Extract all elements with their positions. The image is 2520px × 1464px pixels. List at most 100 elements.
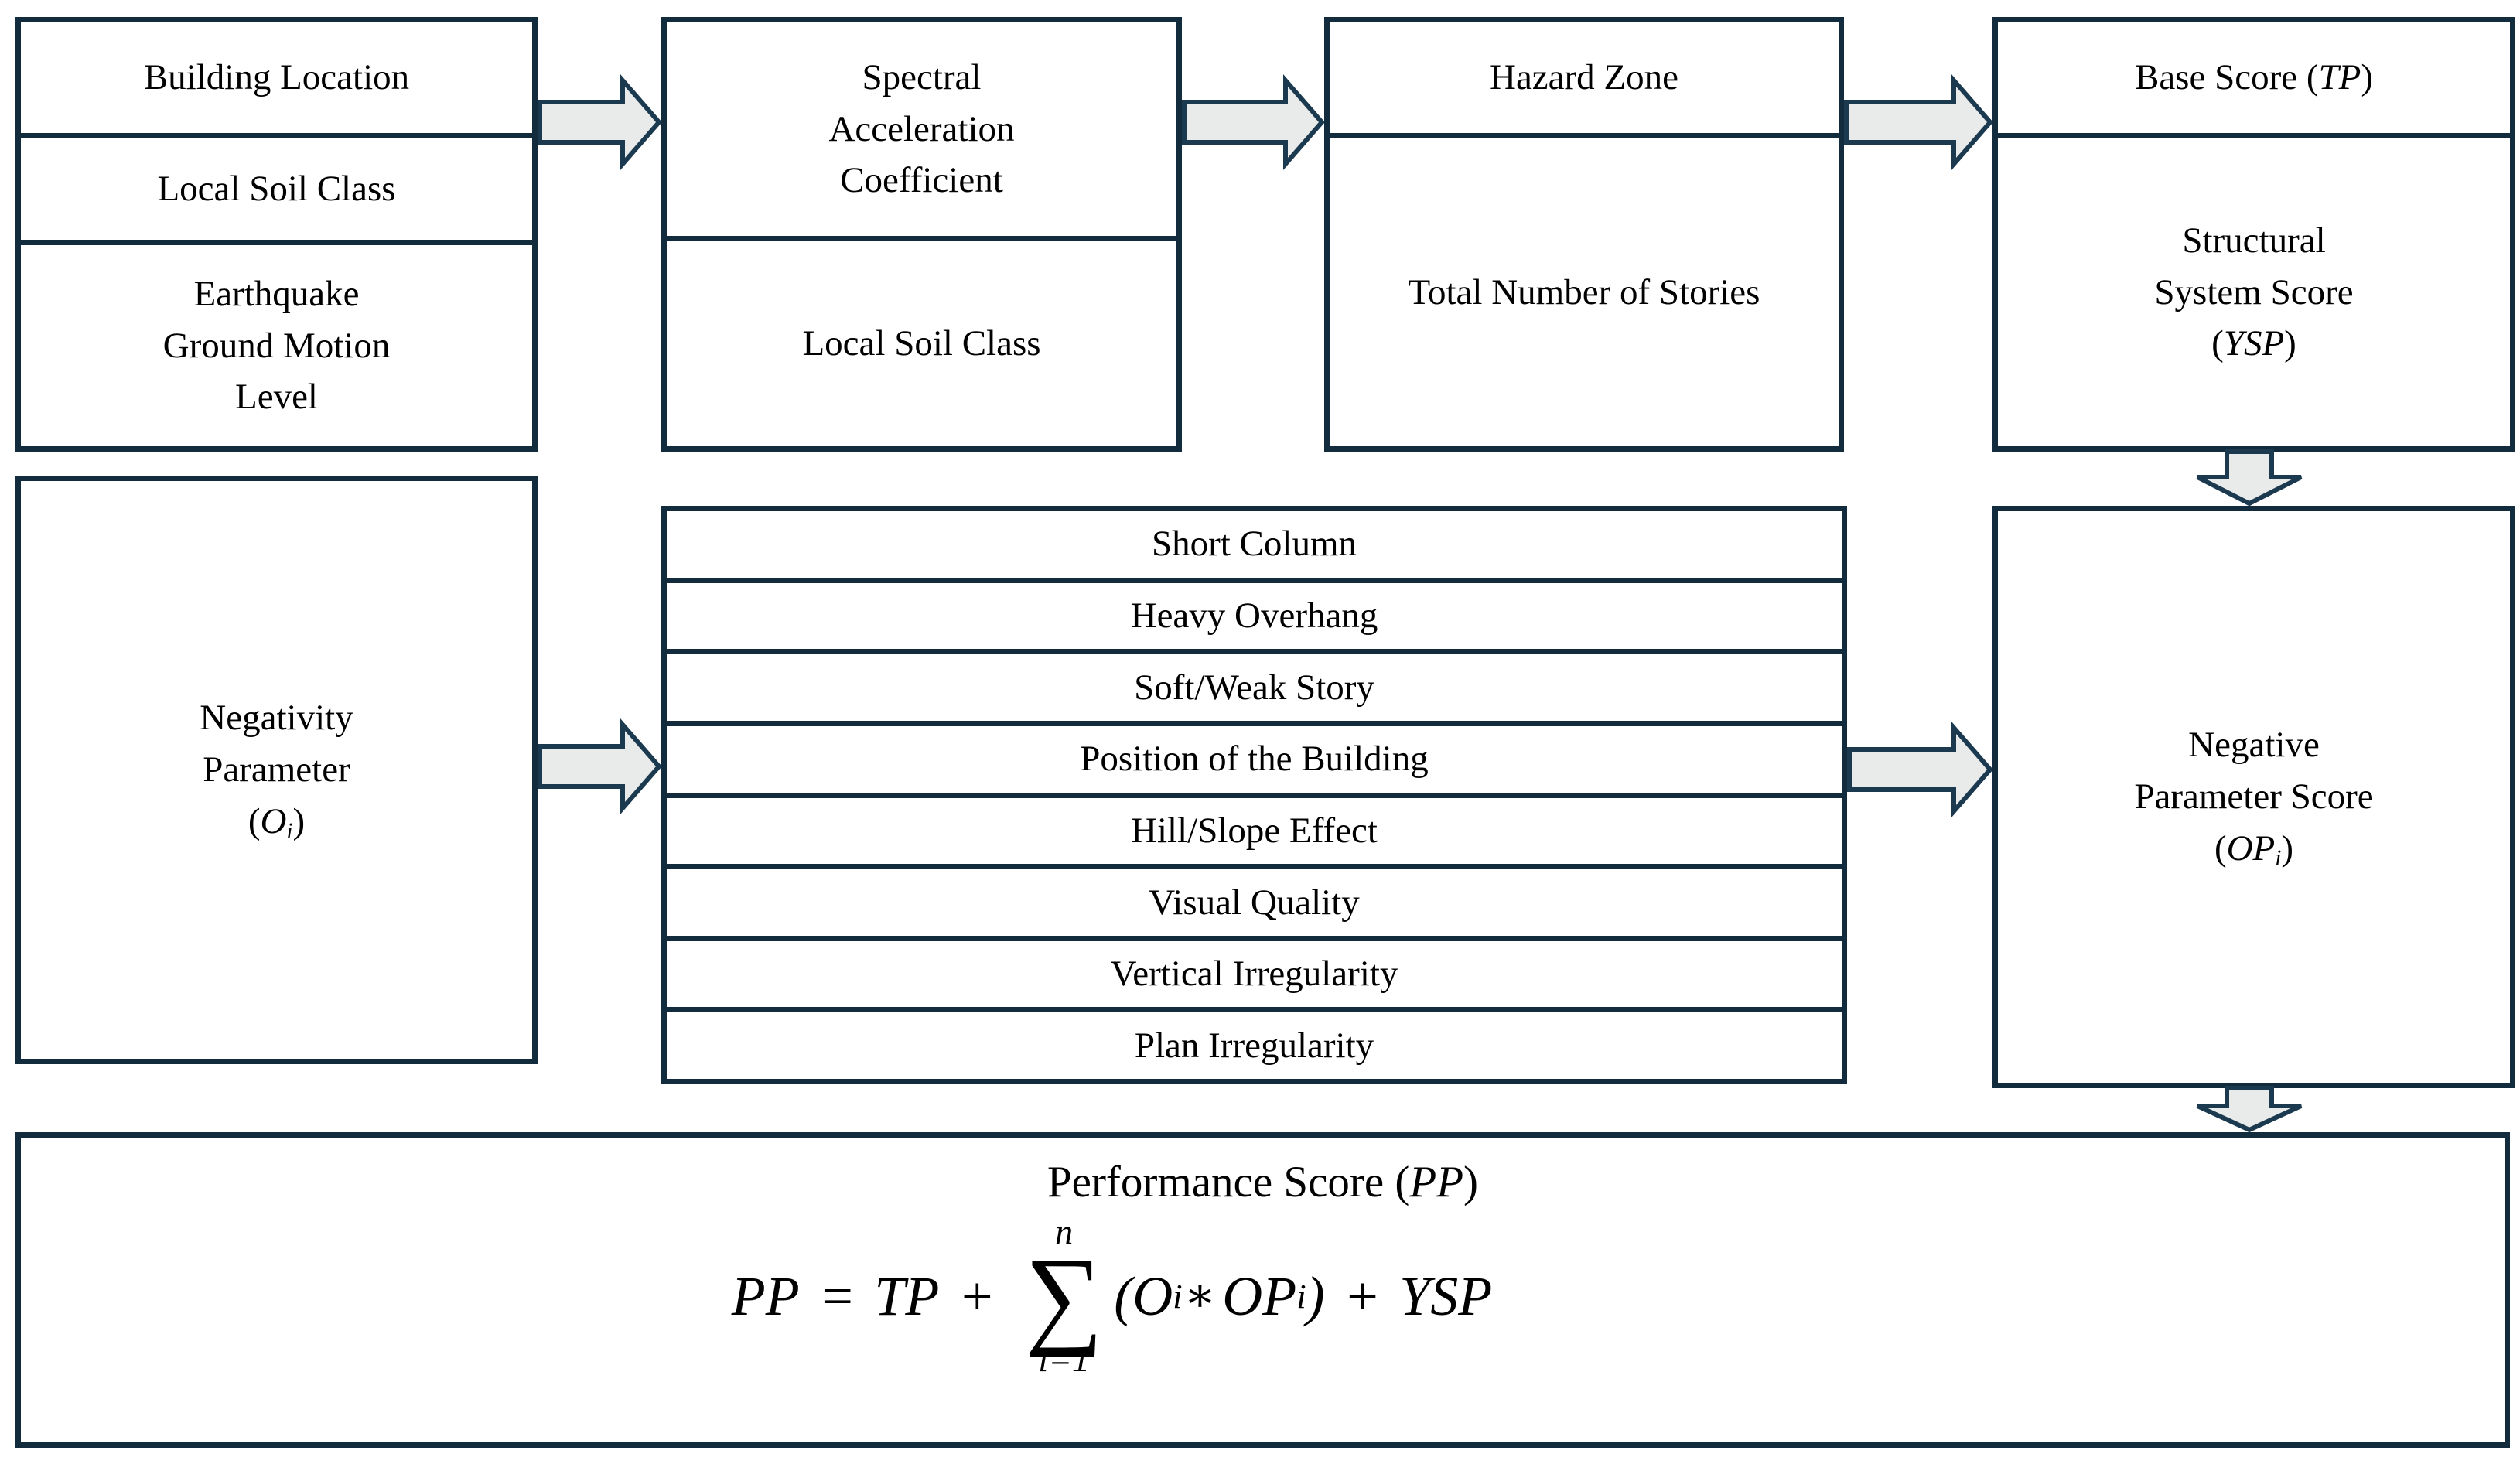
label-visual-quality: Visual Quality bbox=[1149, 882, 1360, 923]
formula-plus: + bbox=[958, 1264, 995, 1327]
label-part: ) bbox=[292, 800, 306, 841]
formula-o-sub: i bbox=[1173, 1276, 1183, 1316]
formula-open-paren: ( bbox=[1114, 1264, 1133, 1327]
row-plan-irregularity: Plan Irregularity bbox=[667, 1007, 1842, 1079]
formula-o: O bbox=[1132, 1264, 1173, 1327]
cell-base-score: Base Score (TP) bbox=[1998, 22, 2510, 133]
cell-building-location: Building Location bbox=[21, 22, 532, 133]
label-hill-slope-effect: Hill/Slope Effect bbox=[1131, 810, 1378, 851]
label-sub-i: i bbox=[2275, 845, 2282, 871]
label-heavy-overhang: Heavy Overhang bbox=[1130, 595, 1378, 636]
label-line: Negativity bbox=[200, 698, 353, 739]
label-part: Base Score ( bbox=[2134, 57, 2319, 98]
label-soft-weak-story: Soft/Weak Story bbox=[1134, 667, 1374, 708]
label-line: Ground Motion bbox=[162, 325, 391, 366]
label-line: Coefficient bbox=[840, 160, 1003, 201]
box-negativity-parameter-list: Short Column Heavy Overhang Soft/Weak St… bbox=[661, 506, 1847, 1084]
label-building-location: Building Location bbox=[143, 57, 410, 98]
cell-local-soil-class-1: Local Soil Class bbox=[21, 133, 532, 240]
box-hazard-zone: Hazard Zone Total Number of Stories bbox=[1324, 17, 1844, 452]
sigma-icon: ∑ bbox=[1024, 1234, 1104, 1357]
label-var-tp: TP bbox=[2318, 57, 2361, 98]
formula-summation: n ∑ i=1 bbox=[1025, 1213, 1103, 1378]
formula-ysp: YSP bbox=[1399, 1264, 1493, 1327]
label-var-o: O bbox=[260, 800, 287, 841]
cell-structural-system-score: Structural System Score (YSP) bbox=[1998, 133, 2510, 446]
title-part: Performance Score ( bbox=[1047, 1158, 1410, 1206]
label-part: ( bbox=[248, 800, 261, 841]
label-line: Parameter Score bbox=[2134, 776, 2374, 817]
label-sub-i: i bbox=[286, 818, 293, 844]
label-line: Negative bbox=[2188, 725, 2320, 766]
label-short-column: Short Column bbox=[1151, 524, 1357, 565]
row-hill-slope-effect: Hill/Slope Effect bbox=[667, 792, 1842, 865]
label-local-soil-class-1: Local Soil Class bbox=[157, 169, 396, 210]
label-vertical-irregularity: Vertical Irregularity bbox=[1110, 954, 1398, 995]
formula-multiply: ∗ bbox=[1183, 1269, 1217, 1322]
box-performance-score: Performance Score (PP) PP = TP + n ∑ i=1… bbox=[15, 1132, 2510, 1448]
label-part: ( bbox=[2211, 323, 2224, 364]
formula-pp: PP bbox=[731, 1264, 800, 1327]
label-var-op: OP bbox=[2226, 828, 2276, 869]
label-line: Level bbox=[235, 377, 318, 418]
formula-tp: TP bbox=[874, 1264, 940, 1327]
box-base-score: Base Score (TP) Structural System Score … bbox=[1992, 17, 2515, 452]
label-part: ) bbox=[2361, 57, 2374, 98]
label-part: ( bbox=[2214, 828, 2227, 869]
label-line: Parameter bbox=[203, 749, 350, 790]
box-spectral-acceleration: Spectral Acceleration Coefficient Local … bbox=[661, 17, 1182, 452]
label-hazard-zone: Hazard Zone bbox=[1490, 57, 1678, 98]
performance-formula: PP = TP + n ∑ i=1 ( O i ∗ OP i ) + YSP bbox=[732, 1213, 1492, 1378]
arrow-negative-score-to-performance-icon bbox=[2195, 1086, 2303, 1133]
cell-earthquake-ground-motion: Earthquake Ground Motion Level bbox=[21, 240, 532, 446]
label-line: Acceleration bbox=[828, 108, 1015, 149]
label-negative-parameter-score: Negative Parameter Score (OPi) bbox=[2134, 719, 2373, 875]
arrow-spectral-to-hazard-icon bbox=[1182, 73, 1325, 171]
label-position-of-building: Position of the Building bbox=[1080, 739, 1429, 780]
label-local-soil-class-2: Local Soil Class bbox=[802, 323, 1041, 364]
formula-op-sub: i bbox=[1296, 1276, 1306, 1316]
row-short-column: Short Column bbox=[667, 511, 1842, 578]
label-line: (OPi) bbox=[2134, 823, 2373, 875]
label-spectral-acceleration: Spectral Acceleration Coefficient bbox=[828, 52, 1014, 206]
arrow-base-to-negative-score-icon bbox=[2195, 449, 2303, 507]
formula-equals: = bbox=[818, 1264, 856, 1327]
formula-plus: + bbox=[1343, 1264, 1381, 1327]
label-line: (Oi) bbox=[200, 796, 353, 848]
cell-hazard-zone: Hazard Zone bbox=[1330, 22, 1839, 133]
label-line: System Score bbox=[2154, 271, 2354, 312]
arrow-location-to-spectral-icon bbox=[538, 73, 662, 171]
row-position-of-building: Position of the Building bbox=[667, 720, 1842, 793]
performance-title: Performance Score (PP) bbox=[1047, 1156, 1478, 1209]
row-soft-weak-story: Soft/Weak Story bbox=[667, 649, 1842, 721]
box-negative-parameter-score: Negative Parameter Score (OPi) bbox=[1992, 506, 2515, 1088]
label-structural-system-score: Structural System Score (YSP) bbox=[2154, 215, 2353, 370]
row-vertical-irregularity: Vertical Irregularity bbox=[667, 935, 1842, 1008]
label-part: ) bbox=[2281, 828, 2294, 869]
label-line: (YSP) bbox=[2154, 318, 2353, 370]
cell-negative-parameter-score: Negative Parameter Score (OPi) bbox=[1998, 511, 2510, 1083]
label-negativity-parameter: Negativity Parameter (Oi) bbox=[200, 692, 353, 848]
title-part: ) bbox=[1463, 1158, 1479, 1206]
label-total-stories: Total Number of Stories bbox=[1408, 271, 1760, 312]
cell-local-soil-class-2: Local Soil Class bbox=[667, 236, 1176, 446]
row-visual-quality: Visual Quality bbox=[667, 864, 1842, 936]
formula-sum-upper: n bbox=[1055, 1212, 1074, 1252]
label-line: Spectral bbox=[862, 56, 982, 97]
cell-total-stories: Total Number of Stories bbox=[1330, 133, 1839, 446]
box-building-inputs: Building Location Local Soil Class Earth… bbox=[15, 17, 538, 452]
cell-spectral-acceleration: Spectral Acceleration Coefficient bbox=[667, 22, 1176, 236]
box-negativity-parameter: Negativity Parameter (Oi) bbox=[15, 476, 538, 1064]
label-line: Earthquake bbox=[193, 273, 360, 314]
arrow-params-to-negative-score-icon bbox=[1847, 721, 1993, 818]
row-heavy-overhang: Heavy Overhang bbox=[667, 577, 1842, 650]
label-line: Structural bbox=[2182, 220, 2326, 261]
arrow-negativity-to-params-icon bbox=[538, 718, 662, 815]
formula-sum-lower: i=1 bbox=[1038, 1339, 1091, 1380]
label-plan-irregularity: Plan Irregularity bbox=[1134, 1025, 1374, 1066]
formula-close-paren: ) bbox=[1306, 1264, 1325, 1327]
label-earthquake-ground-motion: Earthquake Ground Motion Level bbox=[163, 268, 391, 423]
arrow-hazard-to-base-icon bbox=[1844, 73, 1993, 171]
cell-negativity-parameter: Negativity Parameter (Oi) bbox=[21, 481, 532, 1059]
